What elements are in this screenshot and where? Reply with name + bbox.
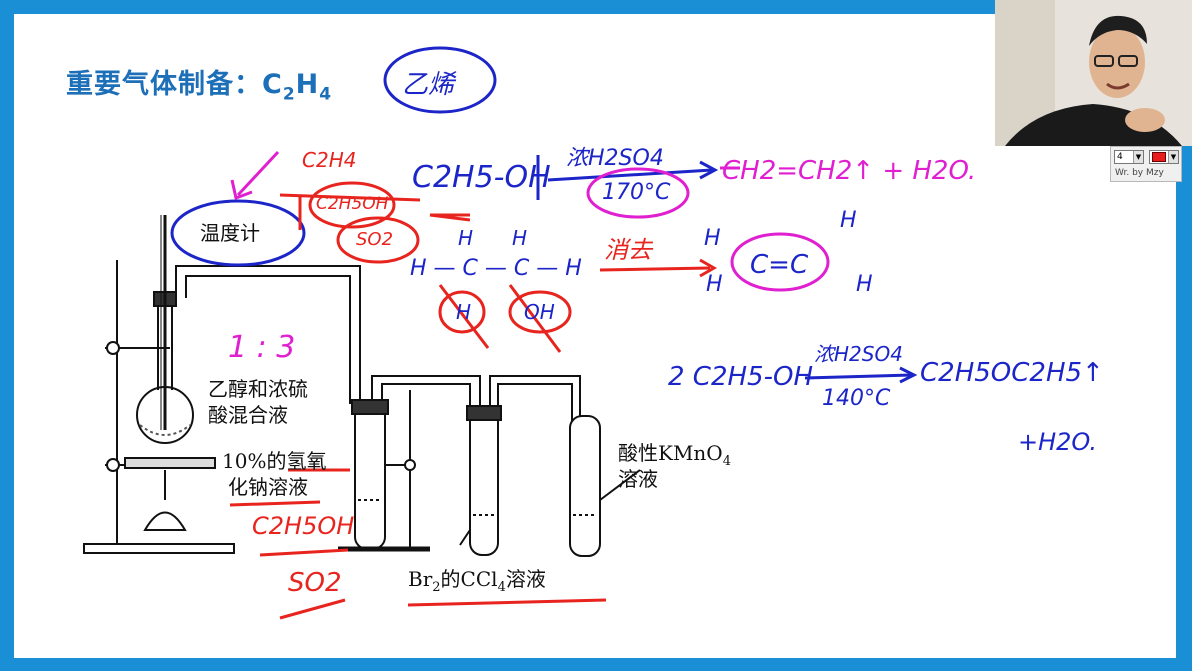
presenter-video [995, 0, 1192, 146]
elimination-note: 消去 [604, 236, 652, 264]
kmno4-sub: 4 [722, 454, 731, 469]
arrow-to-thermometer [236, 150, 280, 197]
br2-sub: 2 [432, 580, 441, 595]
pen-size-value: 4 [1117, 152, 1123, 162]
circle-thermometer-label [170, 199, 306, 267]
circle-oh-removed [508, 290, 572, 334]
eq1-catalyst: 浓H2SO4 [566, 146, 664, 171]
title-sub: 4 [319, 84, 333, 105]
pen-color-select[interactable]: ▼ [1149, 150, 1179, 164]
ethylene-h2: H [840, 208, 857, 233]
impurity-c2h4-note: C2H4 [302, 148, 357, 172]
struct-oh: OH [524, 300, 555, 324]
br2-tube [469, 409, 499, 556]
eq1-reactant: C2H5-OH [412, 160, 551, 195]
color-swatch [1152, 152, 1166, 162]
circle-so2-impurity [336, 216, 420, 264]
ethylene-h4: H [856, 272, 873, 297]
naoh-label-line1: 10%的氢氧 [222, 449, 327, 473]
naoh-tube [354, 403, 386, 550]
webcam-overlay [995, 0, 1192, 146]
eq1-temperature: 170°C [602, 180, 671, 205]
eq2-catalyst: 浓H2SO4 [814, 342, 903, 366]
struct-h-bottom: H [456, 300, 472, 324]
pen-toolbar: 4 ▼ ▼ Wr. by Mzy [1110, 146, 1182, 182]
kmno4-label-line2: 溶液 [618, 467, 658, 491]
br2-part: Br [408, 567, 433, 591]
clamp-knob [106, 341, 120, 355]
author-credit: Wr. by Mzy [1115, 168, 1164, 178]
slide-title: 重要气体制备：C2H4 [66, 62, 332, 104]
circle-h-removed [438, 290, 486, 334]
ethylene-name-note: 乙烯 [402, 70, 455, 100]
arrow-line-eq1 [547, 168, 713, 182]
mixture-label-line1: 乙醇和浓硫 [208, 377, 308, 401]
br2-part: 溶液 [505, 567, 546, 591]
thermometer-label: 温度计 [200, 221, 260, 245]
eq2-temperature: 140°C [822, 386, 891, 411]
alcohol-lamp [143, 511, 187, 531]
wire-gauze [124, 457, 216, 469]
struct-h-top1: H [458, 226, 474, 250]
title-mid: H [295, 69, 320, 100]
kmno4-tube [569, 415, 601, 557]
naoh-label-line2: 化钠溶液 [228, 475, 308, 499]
chevron-down-icon: ▼ [1133, 151, 1143, 163]
note-so2: SO2 [288, 568, 342, 598]
br2-sub: 4 [497, 580, 506, 595]
clamp-knob [106, 458, 120, 472]
circle-temperature-170 [586, 167, 690, 219]
circle-carbon-double-bond [730, 232, 830, 292]
eq2-product: C2H5OC2H5↑ [920, 358, 1104, 388]
ethylene-h3: H [706, 272, 723, 297]
circle-ethylene-name [383, 46, 497, 114]
kmno4-prefix: 酸性KMnO [618, 441, 723, 465]
eq1-product: CH2=CH2↑ + H2O. [722, 156, 977, 186]
note-c2h5oh: C2H5OH [252, 512, 355, 540]
impurity-c2h5oh-note: C2H5OH [316, 194, 389, 214]
stand-base [83, 543, 235, 554]
title-prefix: 重要气体制备：C [66, 69, 283, 100]
ethylene-structure: C=C [750, 250, 809, 280]
eq2-water: +H2O. [1018, 428, 1097, 456]
chevron-down-icon: ▼ [1168, 151, 1178, 163]
ethylene-h1: H [704, 226, 721, 251]
impurity-so2-note: SO2 [356, 229, 394, 250]
br2-label: Br2的CCl4溶液 [408, 566, 546, 601]
title-sub: 2 [282, 84, 296, 105]
underline-br2-label [407, 598, 607, 607]
ratio-note: 1 : 3 [228, 330, 296, 365]
arrow-line-eq2 [804, 373, 913, 380]
mixture-label-line2: 酸混合液 [208, 403, 288, 427]
kmno4-label: 酸性KMnO4 [618, 440, 731, 475]
pen-size-select[interactable]: 4 ▼ [1114, 150, 1144, 164]
struct-chain: H — C — C — H [410, 256, 582, 281]
eq2-reactant: 2 C2H5-OH [668, 362, 813, 392]
circle-c2h5oh-impurity [308, 181, 396, 229]
br2-part: 的CCl [440, 567, 498, 591]
struct-h-top2: H [512, 226, 528, 250]
